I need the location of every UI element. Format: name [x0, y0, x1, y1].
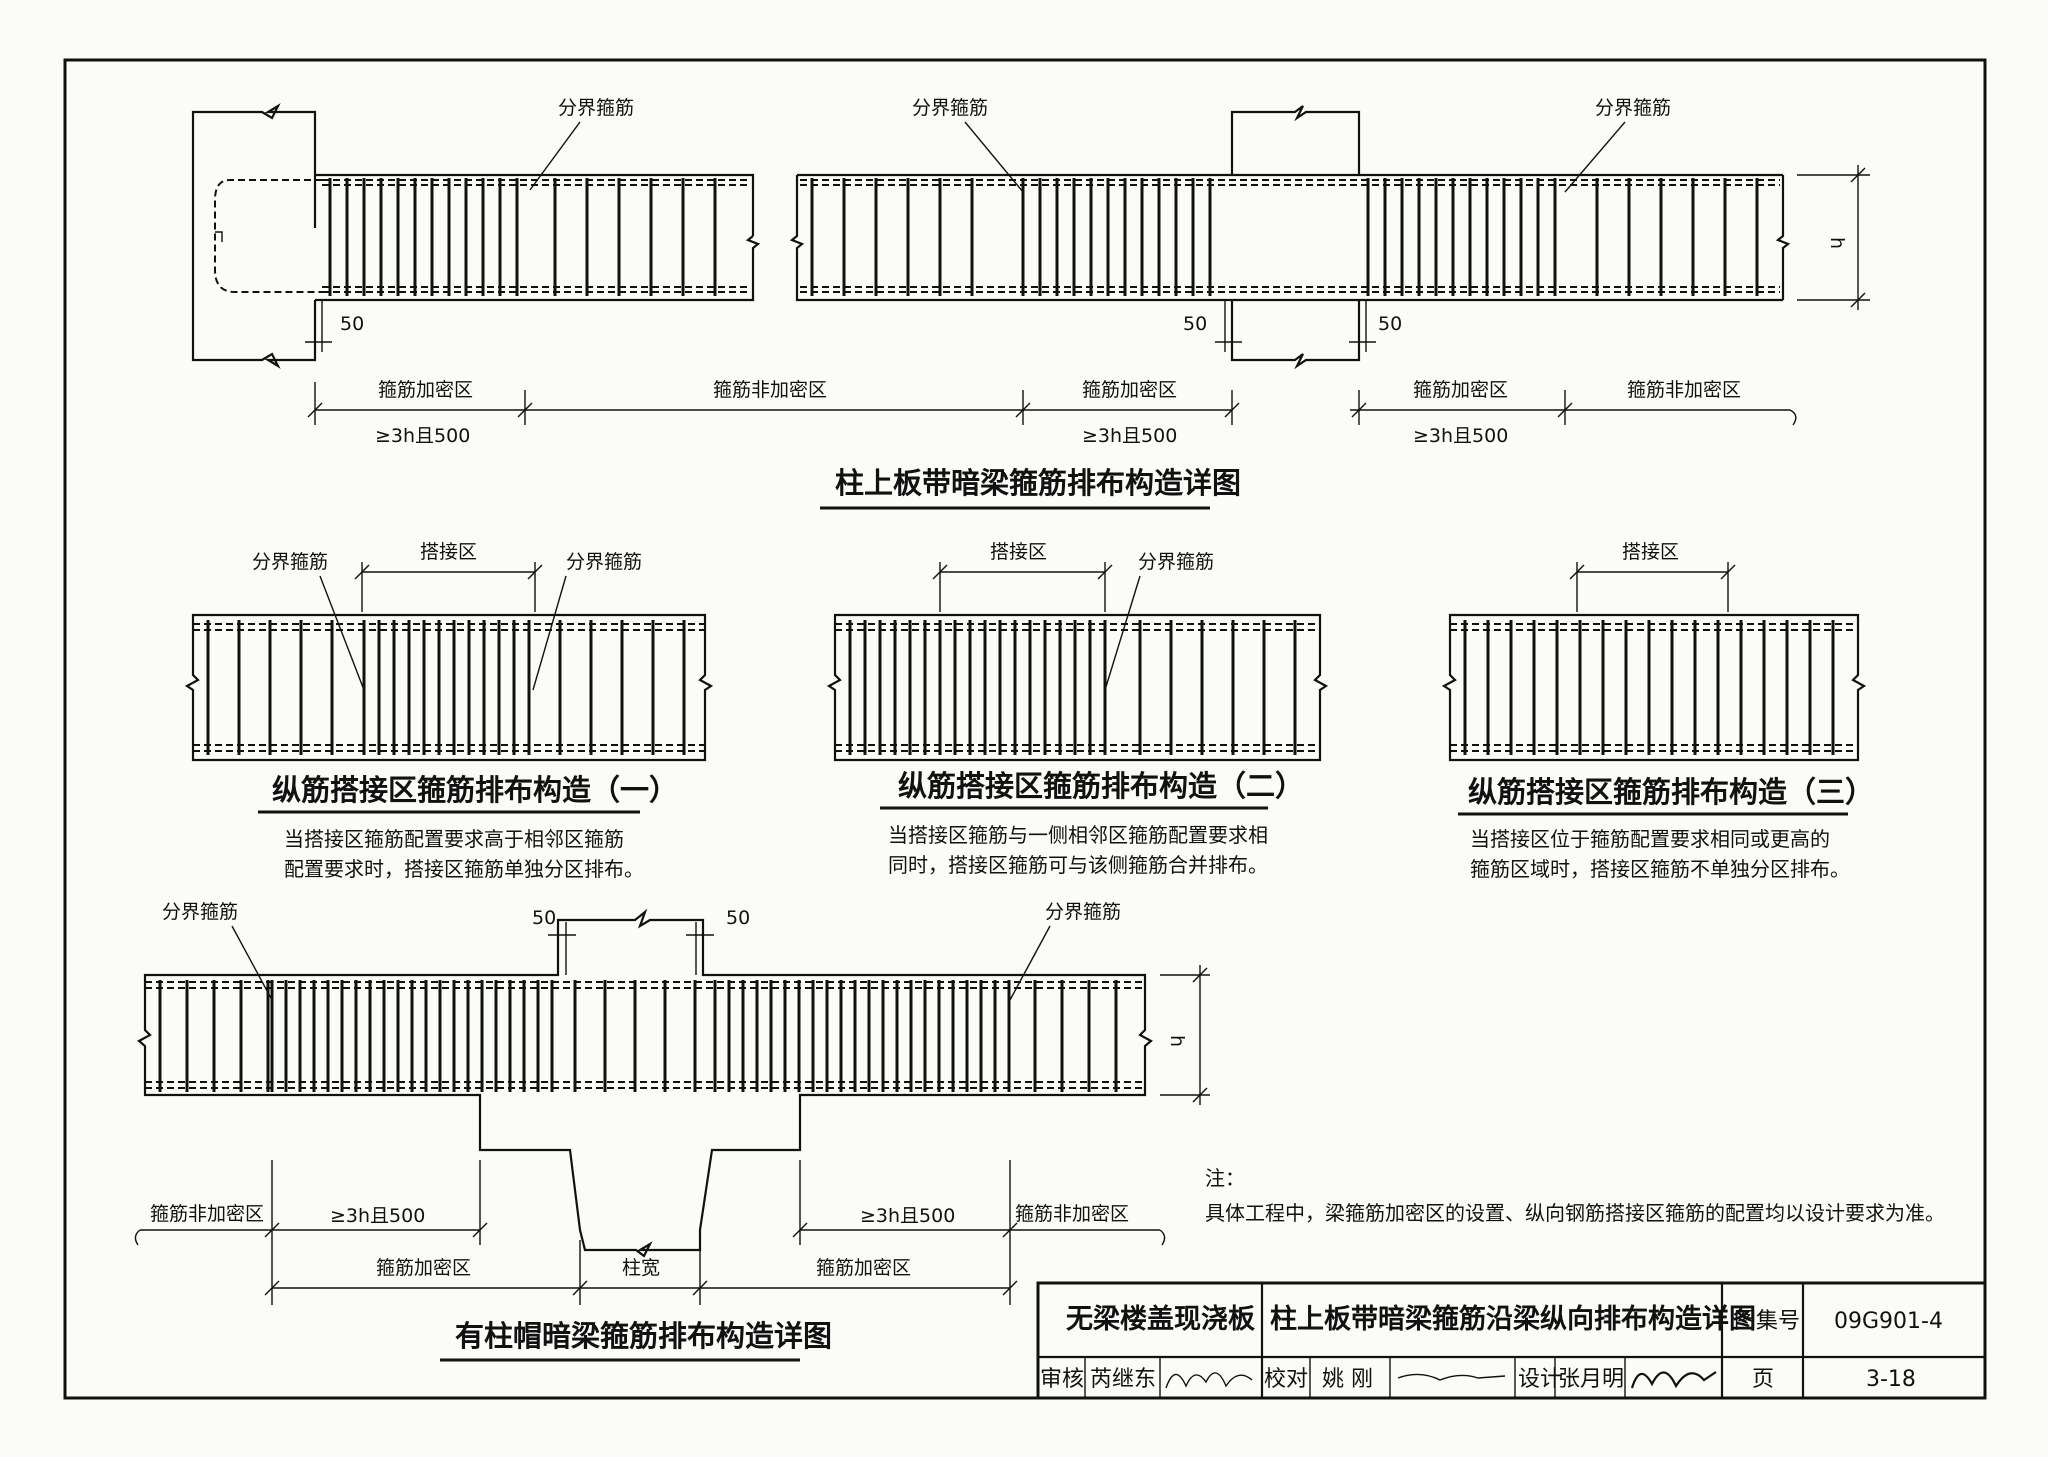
title-bottom: 有柱帽暗梁箍筋排布构造详图 — [455, 1319, 832, 1353]
bottom-boundary-left: 分界箍筋 — [162, 901, 238, 923]
tb-designer: 张月明 — [1558, 1367, 1624, 1392]
checker-signature — [1397, 1373, 1506, 1381]
lap2-cap-l2: 同时，搭接区箍筋可与该侧箍筋合并排布。 — [888, 853, 1268, 877]
bottom-zone-nondense-right: 箍筋非加密区 — [1015, 1203, 1129, 1225]
tb-category: 无梁楼盖现浇板 — [1066, 1304, 1255, 1335]
lap1-cap-l2: 配置要求时，搭接区箍筋单独分区排布。 — [284, 857, 644, 881]
sheet-border — [63, 58, 1987, 1400]
bottom-min-len-left: ≥3h且500 — [330, 1205, 425, 1227]
boundary-label-3: 分界箍筋 — [1595, 97, 1671, 119]
tb-atlas-no: 09G901-4 — [1834, 1309, 1943, 1334]
bottom-boundary-right: 分界箍筋 — [1045, 901, 1121, 923]
min-len-2: ≥3h且500 — [1082, 425, 1177, 447]
dim-50-bottom-left: 50 — [532, 907, 556, 929]
dim-50-mid-right: 50 — [1378, 313, 1402, 335]
dim-50-left: 50 — [340, 313, 364, 335]
zone-nondense-1: 箍筋非加密区 — [713, 379, 827, 401]
lap2-lap-zone: 搭接区 — [990, 541, 1047, 563]
lap-detail-2: 搭接区 分界箍筋 纵筋搭接区箍筋排布构造（二） 当搭接区箍筋与一侧相邻区箍筋配置… — [826, 541, 1329, 877]
reviewer-signature — [1165, 1372, 1253, 1389]
top-detail: h 50 50 50 分界箍筋 分界箍筋 分界箍筋 — [191, 97, 1870, 510]
zone-dense-3: 箍筋加密区 — [1413, 379, 1508, 401]
lap-detail-3: 搭接区 纵筋搭接区箍筋排布构造（三） 当搭接区位于箍筋配置要求相同或更高的 箍筋… — [1441, 541, 1874, 881]
tb-review-label: 审核 — [1040, 1367, 1084, 1392]
lap3-cap-l2: 箍筋区域时，搭接区箍筋不单独分区排布。 — [1470, 857, 1850, 881]
tb-checker: 姚 刚 — [1322, 1367, 1373, 1392]
boundary-label-2: 分界箍筋 — [912, 97, 988, 119]
note-text: 具体工程中，梁箍筋加密区的设置、纵向钢筋搭接区箍筋的配置均以设计要求为准。 — [1205, 1201, 1945, 1225]
zone-nondense-2: 箍筋非加密区 — [1627, 379, 1741, 401]
lap2-boundary: 分界箍筋 — [1138, 551, 1214, 573]
title-top: 柱上板带暗梁箍筋排布构造详图 — [835, 466, 1241, 500]
lap3-title: 纵筋搭接区箍筋排布构造（三） — [1468, 775, 1874, 809]
bottom-zone-dense-left: 箍筋加密区 — [376, 1257, 471, 1279]
lap1-boundary-right: 分界箍筋 — [566, 551, 642, 573]
lap-detail-1: 分界箍筋 分界箍筋 搭接区 纵筋搭接区箍筋排布构造（一） 当搭接区箍筋配置要求高… — [184, 541, 714, 881]
lap1-cap-l1: 当搭接区箍筋配置要求高于相邻区箍筋 — [284, 827, 624, 851]
boundary-label-1: 分界箍筋 — [558, 97, 634, 119]
dim-50-bottom-right: 50 — [726, 907, 750, 929]
tb-atlas-label: 图集号 — [1734, 1309, 1800, 1334]
lap3-cap-l1: 当搭接区位于箍筋配置要求相同或更高的 — [1470, 827, 1830, 851]
tb-check-label: 校对 — [1264, 1367, 1308, 1392]
bottom-detail: 分界箍筋 分界箍筋 50 50 h 箍筋非加密区 — [134, 901, 1210, 1362]
lap2-title: 纵筋搭接区箍筋排布构造（二） — [898, 769, 1304, 803]
bottom-zone-nondense-left: 箍筋非加密区 — [150, 1203, 264, 1225]
title-block: 无梁楼盖现浇板 柱上板带暗梁箍筋沿梁纵向排布构造详图 图集号 09G901-4 … — [1036, 1281, 1987, 1400]
designer-signature — [1630, 1371, 1717, 1389]
lap2-cap-l1: 当搭接区箍筋与一侧相邻区箍筋配置要求相 — [888, 823, 1268, 847]
lap1-boundary-left: 分界箍筋 — [252, 551, 328, 573]
dim-50-mid-left: 50 — [1183, 313, 1207, 335]
lap3-lap-zone: 搭接区 — [1622, 541, 1679, 563]
tb-page-label: 页 — [1752, 1367, 1774, 1392]
bottom-zone-dense-right: 箍筋加密区 — [816, 1257, 911, 1279]
tb-reviewer: 芮继东 — [1090, 1367, 1156, 1392]
bottom-col-width: 柱宽 — [622, 1257, 660, 1279]
min-len-3: ≥3h且500 — [1413, 425, 1508, 447]
tb-design-label: 设计 — [1518, 1367, 1562, 1392]
zone-dense-1: 箍筋加密区 — [378, 379, 473, 401]
note-head: 注： — [1205, 1166, 1245, 1190]
h-dim-bottom: h — [1166, 1035, 1188, 1047]
zone-dense-2: 箍筋加密区 — [1082, 379, 1177, 401]
tb-drawing-title: 柱上板带暗梁箍筋沿梁纵向排布构造详图 — [1270, 1303, 1756, 1335]
min-len-1: ≥3h且500 — [375, 425, 470, 447]
tb-page-no: 3-18 — [1866, 1367, 1916, 1392]
lap1-title: 纵筋搭接区箍筋排布构造（一） — [272, 773, 678, 807]
h-dim-top: h — [1826, 237, 1848, 249]
lap1-lap-zone: 搭接区 — [420, 541, 477, 563]
bottom-min-len-right: ≥3h且500 — [860, 1205, 955, 1227]
